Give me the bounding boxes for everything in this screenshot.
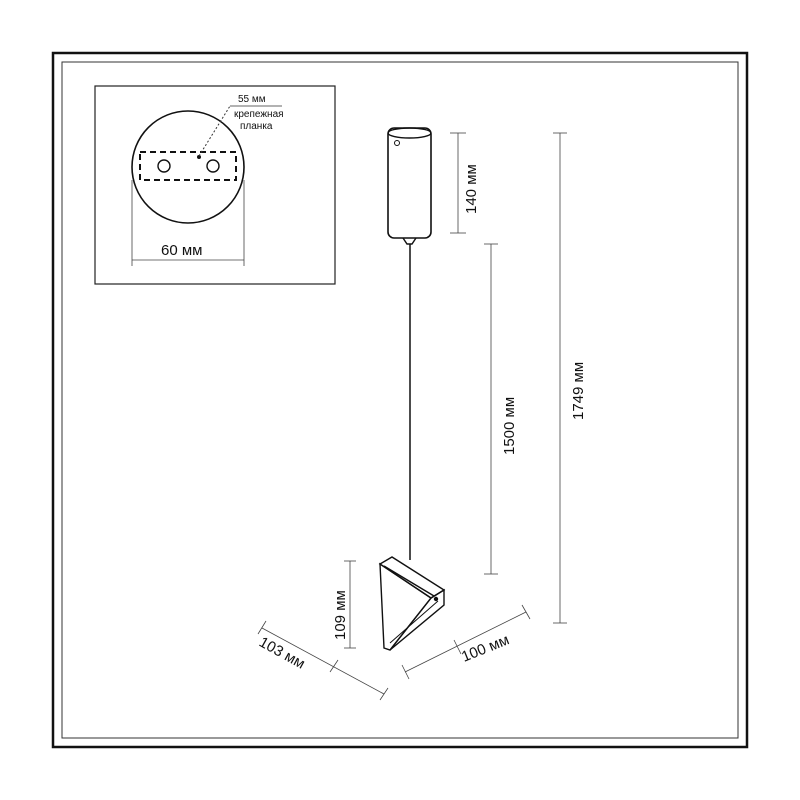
shade-depth-label: 103 мм: [256, 634, 308, 673]
total-height-label: 1749 мм: [570, 362, 587, 420]
shade-depth-dimension: 103 мм: [256, 620, 389, 701]
canopy-screw: [394, 140, 400, 146]
canopy-top: [387, 127, 432, 139]
lamp-shade: [378, 556, 446, 651]
shade-width-tick-right: [521, 604, 531, 620]
mounting-hole-left: [157, 159, 171, 173]
mounting-plate-detail: 55 мм крепежная планка 60 мм: [94, 85, 336, 285]
plate-size-label: 55 мм: [238, 94, 266, 105]
mounting-hole-right: [206, 159, 220, 173]
plate-name-line2: планка: [240, 121, 273, 132]
outer-frame: [51, 51, 749, 749]
canopy-circle: [131, 110, 245, 224]
plate-leader-line: [198, 105, 231, 157]
shade-width-label: 100 мм: [459, 631, 512, 665]
canopy: [387, 127, 432, 245]
shade-depth-tick-right: [379, 687, 389, 701]
shade-height-dimension: 109 мм: [332, 560, 356, 649]
inner-frame: [61, 61, 739, 739]
shade-width-tick-mid: [453, 639, 462, 655]
shade-width-dim-line: [404, 611, 527, 673]
shade-depth-dim-line: [261, 627, 385, 695]
center-point: [197, 155, 201, 159]
detail-box: [94, 85, 336, 285]
shade-top-face: [378, 556, 446, 599]
cable-length-label: 1500 мм: [501, 397, 518, 455]
total-height-dimension: 1749 мм: [553, 132, 587, 624]
shade-screw: [433, 596, 439, 602]
shade-width-tick-left: [401, 664, 410, 680]
plate-name-line1: крепежная: [234, 109, 284, 120]
shade-depth-tick-left: [257, 620, 267, 635]
diameter-label: 60 мм: [161, 242, 202, 259]
shade-height-label: 109 мм: [332, 590, 349, 640]
shade-side-face: [389, 588, 445, 651]
shade-depth-tick-mid: [329, 659, 339, 673]
canopy-height-dimension: 140 мм: [450, 132, 480, 234]
canopy-bottom-grip: [402, 237, 417, 245]
canopy-height-label: 140 мм: [463, 164, 480, 214]
shade-inner-edge: [389, 600, 439, 644]
mounting-plate: [139, 151, 237, 181]
cable-length-dimension: 1500 мм: [484, 243, 518, 575]
shade-top-stripe: [383, 565, 435, 597]
